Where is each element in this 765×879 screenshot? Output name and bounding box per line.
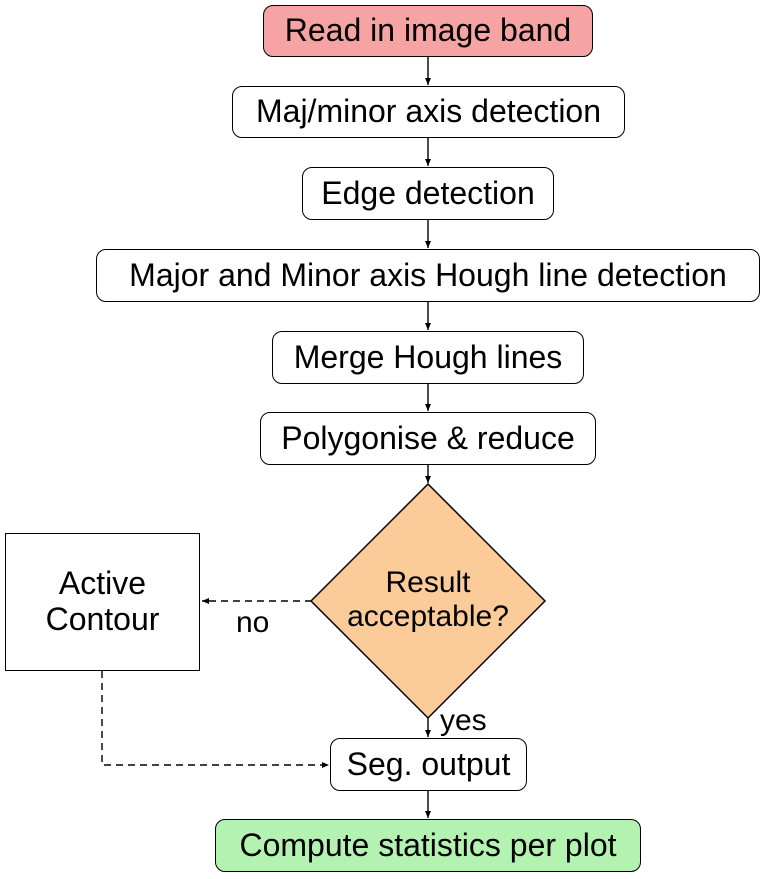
decision-line2: acceptable? [347, 599, 509, 633]
decision-text: Result acceptable? [328, 566, 528, 633]
compute-statistics-node: Compute statistics per plot [215, 819, 641, 872]
seg-output-label: Seg. output [346, 745, 511, 782]
edge-detection-label: Edge detection [321, 174, 535, 211]
active-contour-node: Active Contour [5, 533, 200, 671]
edge-detection-node: Edge detection [302, 167, 554, 220]
polygonise-label: Polygonise & reduce [281, 419, 575, 456]
yes-edge-label: yes [440, 704, 487, 737]
decision-diamond [309, 482, 547, 720]
hough-detection-node: Major and Minor axis Hough line detectio… [96, 249, 760, 302]
read-image-band-label: Read in image band [284, 12, 572, 49]
axis-detection-label: Maj/minor axis detection [255, 93, 602, 130]
active-contour-line2: Contour [45, 601, 160, 637]
no-edge-label: no [236, 606, 270, 639]
arrow-active-to-seg [101, 671, 329, 768]
merge-hough-node: Merge Hough lines [272, 331, 584, 384]
merge-hough-label: Merge Hough lines [293, 338, 563, 375]
axis-detection-node: Maj/minor axis detection [232, 86, 625, 138]
decision-line1: Result [385, 566, 471, 599]
compute-statistics-label: Compute statistics per plot [239, 826, 617, 863]
active-contour-line1: Active [58, 565, 147, 602]
hough-detection-label: Major and Minor axis Hough line detectio… [129, 256, 727, 293]
read-image-band-node: Read in image band [263, 5, 593, 57]
seg-output-node: Seg. output [330, 738, 527, 791]
polygonise-node: Polygonise & reduce [260, 412, 596, 465]
